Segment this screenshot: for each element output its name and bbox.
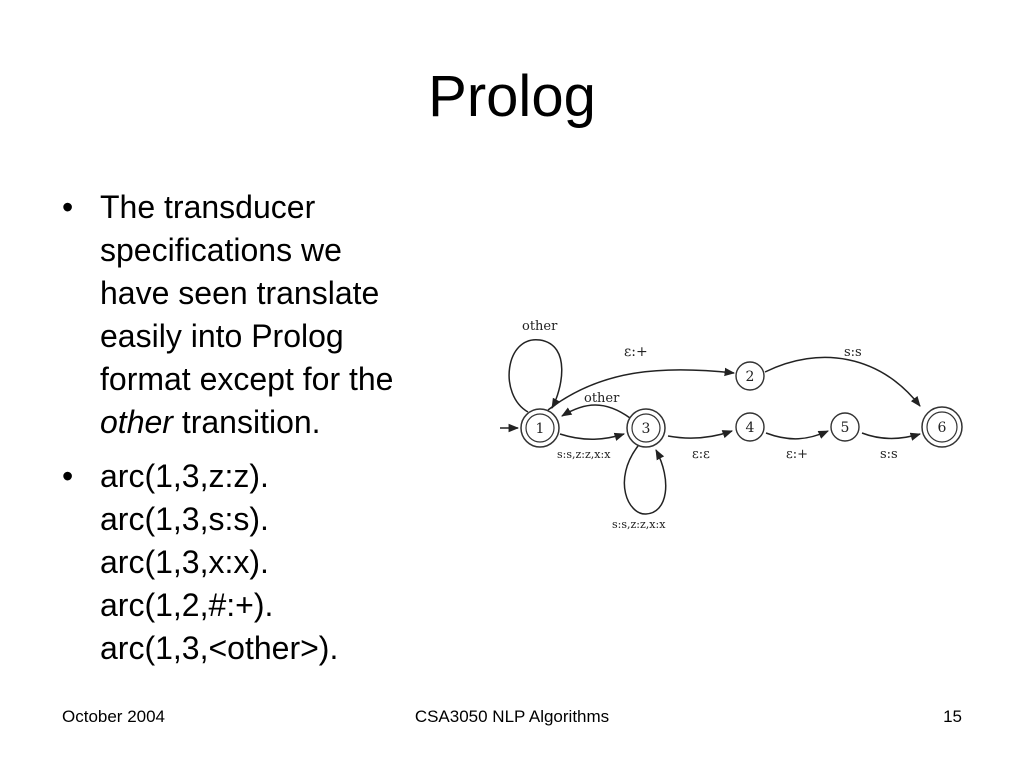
state-5: 5 [830,412,860,442]
arc-1-3 [559,432,626,441]
label-arc-2-6: s:s [844,345,862,360]
italic-word-other: other [100,404,173,440]
label-arc-1-2: ε:+ [624,344,648,360]
bullet-marker: • [62,189,74,225]
arc-line: arc(1,3,<other>). [100,630,339,666]
state-5-label: 5 [841,420,850,436]
slide-title: Prolog [428,64,596,129]
bullet-line: easily into Prolog [100,318,344,354]
label-arc-4-5: ε:+ [786,447,808,462]
bullet-line-last: other transition. [100,401,482,444]
label-loop-3: s:s,z:z,x:x [612,518,666,531]
bullet-line: format except for the [100,361,394,397]
bullet-list: • The transducer specifications we have … [62,186,482,681]
footer-page-number: 15 [943,707,962,726]
state-1-label: 1 [536,421,545,437]
bullet-item-arcs: • arc(1,3,z:z). arc(1,3,s:s). arc(1,3,x:… [62,455,482,670]
label-arc-3-4: ε:ε [692,447,710,462]
arc-2-6 [764,356,921,407]
state-2: 2 [735,361,765,391]
state-4: 4 [735,412,765,442]
bullet-line: specifications we [100,232,342,268]
footer-course: CSA3050 NLP Algorithms [414,707,610,726]
bullet-line-rest: transition. [172,404,321,440]
label-loop-1: other [522,319,558,334]
label-arc-3-1: other [584,391,620,406]
state-3-label: 3 [642,421,651,437]
state-6-label: 6 [938,420,947,436]
arc-5-6 [861,432,922,441]
bullet-item-transducer: • The transducer specifications we have … [62,186,482,444]
state-1: 1 [520,408,560,448]
label-arc-5-6: s:s [880,447,898,462]
state-2-label: 2 [746,369,755,385]
state-6: 6 [921,406,963,448]
bullet-line: The transducer [100,189,316,225]
arc-3-1 [561,404,631,419]
arc-line: arc(1,3,z:z). [100,458,269,494]
footer-date: October 2004 [62,707,166,726]
state-3: 3 [626,408,666,448]
state-4-label: 4 [746,420,755,436]
arc-line: arc(1,3,x:x). [100,544,269,580]
arc-4-5 [765,430,829,440]
label-arc-1-3: s:s,z:z,x:x [557,448,611,461]
arc-line: arc(1,2,#:+). [100,587,274,623]
loop-1-arc [508,339,563,413]
loop-3-arc [623,445,667,515]
transducer-diagram: other ε:+ s:s other s:s,z:z,x:x s:s,z:z,… [500,319,963,531]
bullet-line: have seen translate [100,275,380,311]
arc-3-4 [667,430,733,439]
arc-1-2 [547,367,736,411]
arc-line: arc(1,3,s:s). [100,501,269,537]
bullet-marker: • [62,458,74,494]
